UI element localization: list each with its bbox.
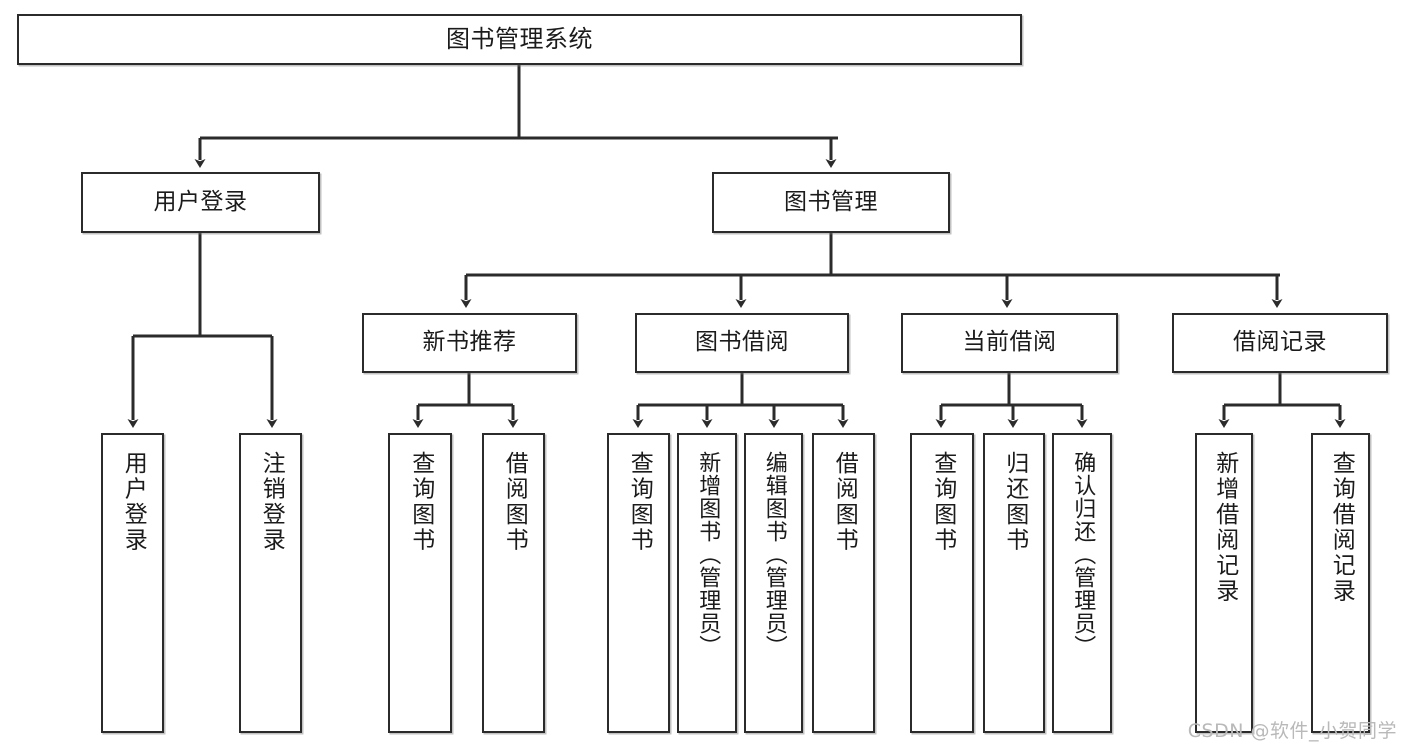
- leaf-query-borrow-record[interactable]: 查询借阅记录: [1311, 433, 1370, 733]
- leaf-logout[interactable]: 注销登录: [239, 433, 302, 733]
- node-label: 图书借阅: [695, 329, 789, 356]
- node-label: 归还图书: [1001, 451, 1028, 553]
- node-new-book-recommend[interactable]: 新书推荐: [362, 313, 577, 373]
- leaf-query-book-borrow[interactable]: 查询图书: [607, 433, 670, 733]
- node-label: 新书推荐: [422, 329, 517, 356]
- node-label: 查询图书: [626, 451, 653, 553]
- leaf-add-borrow-record[interactable]: 新增借阅记录: [1195, 433, 1253, 733]
- leaf-return-book[interactable]: 归还图书: [983, 433, 1045, 733]
- node-label: 查询图书: [929, 451, 956, 553]
- node-root-system[interactable]: 图书管理系统: [17, 14, 1022, 65]
- leaf-query-book-current[interactable]: 查询图书: [910, 433, 974, 733]
- leaf-add-book-admin[interactable]: 新增图书（管理员）: [677, 433, 737, 733]
- node-label: 查询图书: [407, 451, 434, 553]
- node-user-login[interactable]: 用户登录: [81, 172, 320, 233]
- node-label: 注销登录: [258, 451, 285, 553]
- leaf-borrow-book-recommend[interactable]: 借阅图书: [482, 433, 545, 733]
- node-label: 查询借阅记录: [1328, 451, 1355, 604]
- node-current-borrow[interactable]: 当前借阅: [901, 313, 1118, 373]
- leaf-query-book-recommend[interactable]: 查询图书: [388, 433, 452, 733]
- node-label: 借阅图书: [501, 451, 528, 553]
- node-label: 新增借阅记录: [1211, 451, 1238, 604]
- watermark: CSDN @软件_小贺同学: [1187, 720, 1397, 742]
- node-label: 借阅图书: [831, 451, 858, 553]
- node-label: 借阅记录: [1233, 329, 1327, 356]
- leaf-user-login[interactable]: 用户登录: [101, 433, 164, 733]
- node-label: 编辑图书（管理员）: [761, 451, 787, 658]
- node-book-management[interactable]: 图书管理: [712, 172, 950, 233]
- node-label: 用户登录: [153, 188, 248, 215]
- node-label: 新增图书（管理员）: [695, 451, 721, 658]
- leaf-confirm-return-admin[interactable]: 确认归还（管理员）: [1052, 433, 1112, 733]
- node-label: 图书管理系统: [446, 25, 593, 54]
- leaf-edit-book-admin[interactable]: 编辑图书（管理员）: [744, 433, 803, 733]
- node-book-borrow[interactable]: 图书借阅: [635, 313, 849, 373]
- node-label: 图书管理: [784, 188, 878, 215]
- node-borrow-records[interactable]: 借阅记录: [1172, 313, 1388, 373]
- node-label: 确认归还（管理员）: [1070, 451, 1096, 658]
- node-label: 当前借阅: [962, 329, 1057, 356]
- leaf-borrow-book[interactable]: 借阅图书: [812, 433, 875, 733]
- node-label: 用户登录: [120, 451, 147, 553]
